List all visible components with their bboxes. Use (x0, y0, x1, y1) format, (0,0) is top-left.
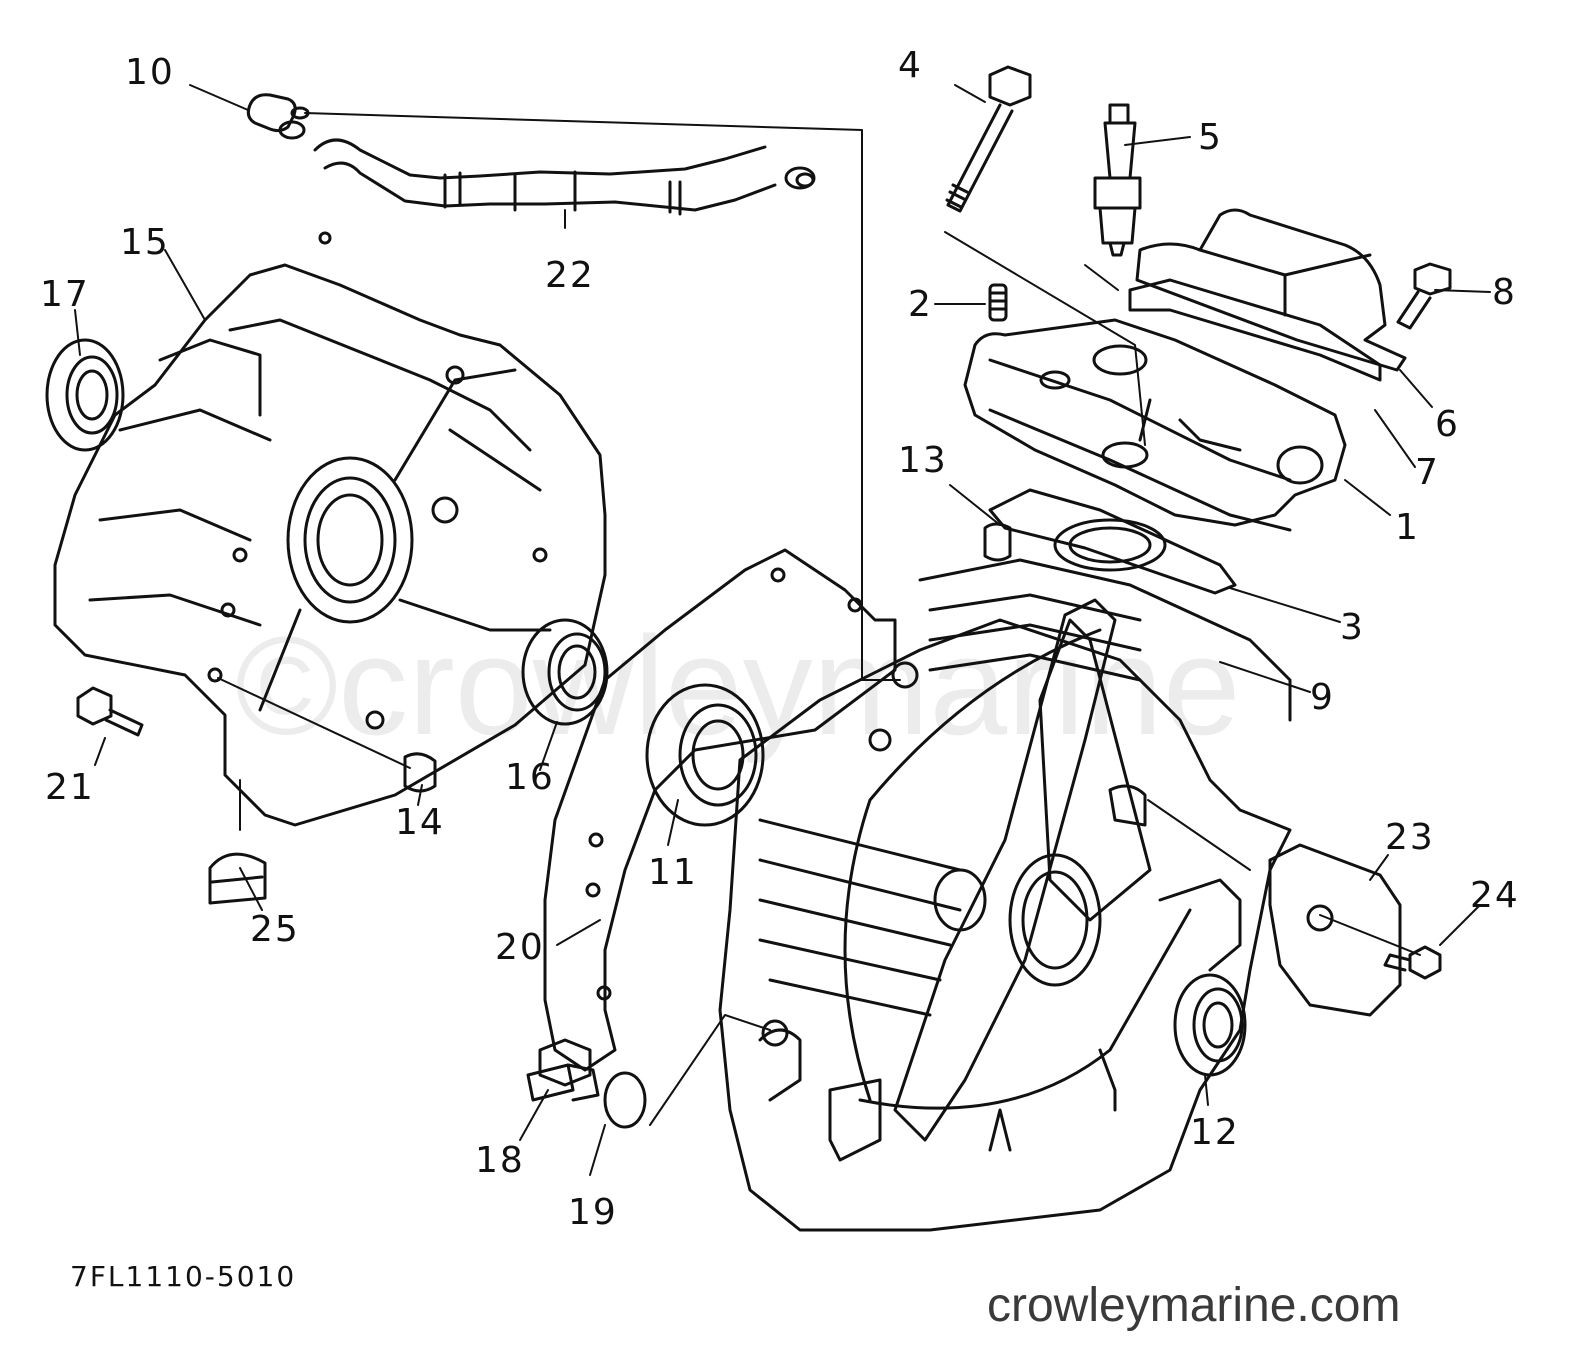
callout-9: 9 (1310, 677, 1335, 718)
part-16-bearing (521, 618, 609, 726)
callout-12: 12 (1190, 1112, 1240, 1153)
crankcase-body (718, 558, 1292, 1232)
callout-1: 1 (1395, 507, 1420, 548)
callout-3: 3 (1340, 607, 1365, 648)
callout-10: 10 (125, 52, 175, 93)
callout-24: 24 (1470, 875, 1520, 916)
part-2-dowel (988, 283, 1008, 322)
callout-16: 16 (505, 757, 555, 798)
part-8-bolt (1396, 262, 1452, 330)
part-24-screw (1383, 945, 1442, 980)
callout-7: 7 (1415, 452, 1440, 493)
part-12-oil-seal (1173, 973, 1247, 1077)
callout-25: 25 (250, 909, 300, 950)
part-7-gasket (1128, 278, 1382, 382)
part-4-bolt (945, 65, 1032, 213)
part-3-head-gasket (988, 488, 1237, 595)
part-25-cap (208, 852, 267, 905)
callout-13: 13 (898, 440, 948, 481)
part-1-cylinder-head (963, 318, 1347, 532)
part-11-bearing (645, 683, 765, 827)
part-21-bolt (76, 686, 144, 737)
callout-20: 20 (495, 927, 545, 968)
callout-4: 4 (898, 45, 923, 86)
part-9-plate (893, 598, 1117, 1142)
leader-lines (74, 84, 1491, 1176)
site-link[interactable]: crowleymarine.com (987, 1279, 1401, 1332)
callout-19: 19 (568, 1192, 618, 1233)
part-5-spark-plug (1093, 103, 1142, 257)
diagram-code: 7FL1110-5010 (70, 1260, 297, 1293)
callout-11: 11 (648, 852, 698, 893)
part-13-dowel (983, 522, 1012, 562)
callout-22: 22 (545, 255, 595, 296)
callout-18: 18 (475, 1140, 525, 1181)
callout-6: 6 (1435, 404, 1460, 445)
callout-15: 15 (120, 222, 170, 263)
part-22-hose (313, 138, 816, 216)
part-18-drain-plug (526, 1038, 600, 1102)
part-14-dowel (403, 752, 437, 793)
callout-17: 17 (40, 274, 90, 315)
callout-23: 23 (1385, 817, 1435, 858)
part-17-oil-seal (45, 338, 125, 452)
part-6-cylinder-head-cover (1135, 208, 1407, 372)
part-15-crankcase-cover (53, 231, 607, 827)
callout-21: 21 (45, 767, 95, 808)
part-19-o-ring (603, 1071, 647, 1129)
callout-5: 5 (1198, 117, 1223, 158)
callout-2: 2 (908, 284, 933, 325)
part-10-elbow (246, 93, 310, 140)
callout-8: 8 (1492, 272, 1517, 313)
watermark-text: ©crowleymarine (235, 607, 1241, 764)
part-20-gasket (543, 548, 897, 1072)
callout-14: 14 (395, 802, 445, 843)
part-23-bracket (1268, 843, 1402, 1017)
